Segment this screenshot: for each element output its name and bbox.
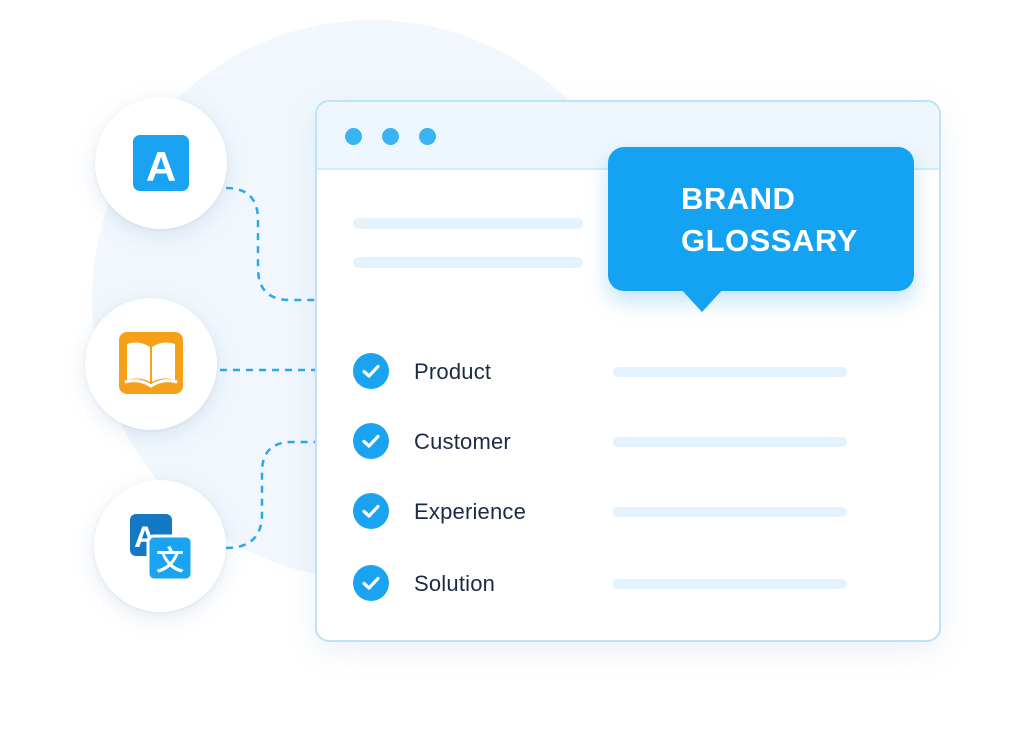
definition-placeholder [613, 437, 847, 447]
callout-tail [680, 288, 724, 312]
window-dot-3 [419, 128, 436, 145]
translate-bubble: A 文 [94, 480, 226, 612]
text-placeholder-1 [353, 218, 583, 229]
brand-glossary-callout: BRAND GLOSSARY [608, 147, 914, 291]
window-dot-1 [345, 128, 362, 145]
window-dot-2 [382, 128, 399, 145]
term-label: Customer [414, 429, 511, 454]
definition-placeholder [613, 367, 847, 377]
callout-line-2: GLOSSARY [681, 223, 858, 258]
open-book-icon [119, 332, 183, 394]
letter-a-icon: A [133, 135, 189, 191]
check-icon [353, 423, 389, 459]
check-icon [353, 493, 389, 529]
connector-translate [225, 440, 316, 550]
translate-icon: A 文 [130, 514, 194, 582]
letter-a-bubble: A [95, 97, 227, 229]
term-label: Solution [414, 571, 496, 596]
definition-placeholder [613, 507, 847, 517]
term-label: Experience [414, 499, 527, 524]
check-icon [353, 353, 389, 389]
translate-cjk-glyph: 文 [157, 545, 185, 577]
check-icon [353, 565, 389, 601]
letter-a-glyph: A [146, 143, 176, 190]
book-bubble [85, 298, 217, 430]
connector-letter-a [225, 186, 316, 302]
definition-placeholder [613, 579, 847, 589]
callout-line-1: BRAND [681, 181, 796, 216]
term-label: Product [414, 359, 492, 384]
text-placeholder-2 [353, 257, 583, 268]
